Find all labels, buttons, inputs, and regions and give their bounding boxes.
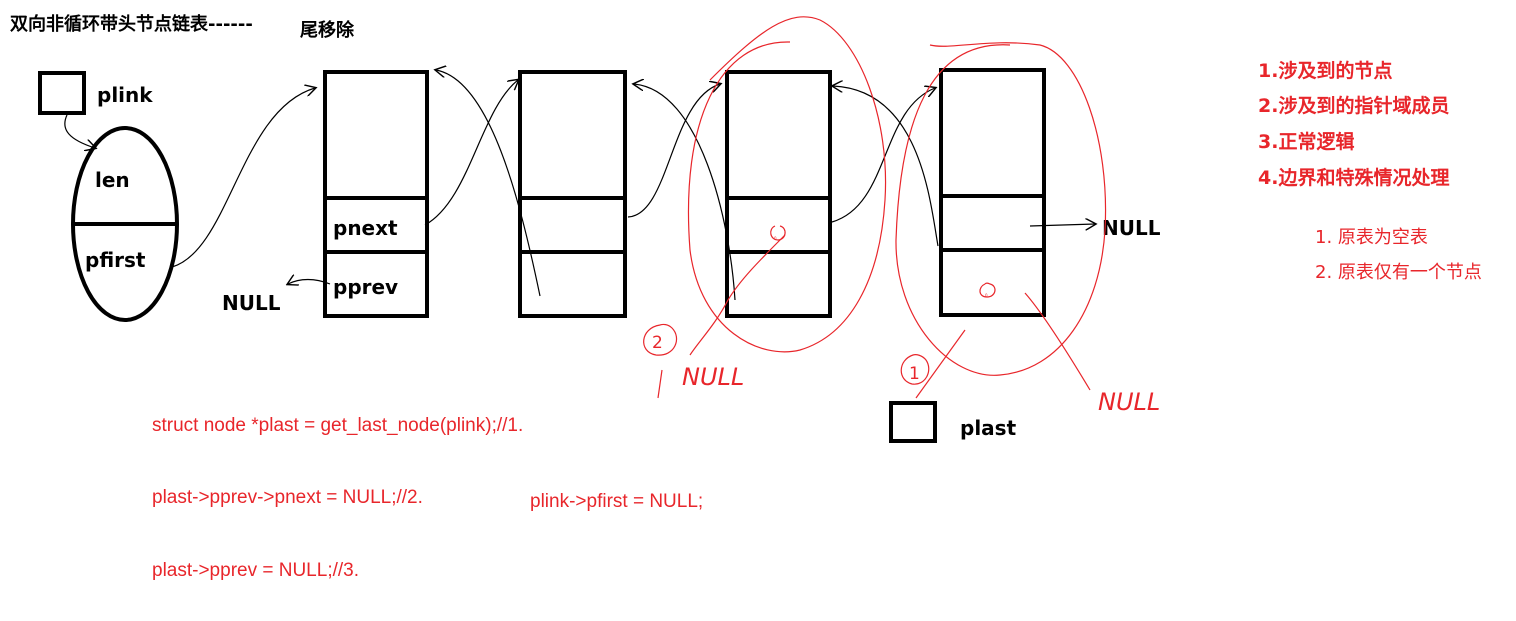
circle-2-number: 2 [652,333,663,353]
null-b-line [1024,292,1091,391]
circle-2 [643,323,677,356]
link-3-2-prev [634,84,736,301]
node-3 [725,70,832,318]
null-a-tick [657,369,663,399]
null-left: NULL [222,291,281,315]
last-pnext-null-arrow [1029,224,1095,226]
null-b-text: NULL [1098,388,1160,416]
circle-1 [900,354,930,385]
link-2-3-next [627,84,720,218]
plink-label: plink [97,83,153,107]
head-node [71,126,179,322]
len-label: len [95,168,130,192]
pprev-null-arrow [288,280,331,285]
pnext-label: pnext [333,216,398,240]
circle-1-line [915,329,966,399]
zero-b-text: 0 [985,293,988,298]
note-4: 4.边界和特殊情况处理 [1258,166,1449,189]
link-2-1-prev [436,70,541,297]
link-3-4-next [831,88,935,223]
case-2: 2. 原表仅有一个节点 [1315,262,1482,283]
link-1-2-next [424,80,518,226]
plink-arrow [64,114,95,148]
null-a-text: NULL [682,363,744,391]
plast-label: plast [960,416,1017,440]
code-line-2: plast->pprev->pnext = NULL;//2. [152,487,423,508]
zero-a-text: 0 [774,236,777,241]
null-right: NULL [1102,216,1161,240]
node-1 [323,70,429,318]
pprev-label: pprev [333,275,398,299]
node-4 [939,68,1046,317]
diagram-title: 双向非循环带头节点链表------ [10,13,253,35]
plast-box [889,401,937,443]
note-2: 2.涉及到的指针域成员 [1258,94,1449,117]
zero-a [770,225,786,241]
circle-node-4 [895,42,1107,376]
circle-node-3 [687,16,887,353]
diagram-title-suffix: 尾移除 [300,19,355,41]
circle-1-number: 1 [909,364,920,384]
code-extra: plink->pfirst = NULL; [530,491,703,512]
code-line-1: struct node *plast = get_last_node(plink… [152,415,523,436]
note-1: 1.涉及到的节点 [1258,59,1392,82]
null-a-line [689,234,786,356]
code-line-3: plast->pprev = NULL;//3. [152,560,359,581]
note-3: 3.正常逻辑 [1258,130,1354,153]
red-annotations: 1 2 0 0 NULL NULL [643,16,1160,416]
link-4-3-prev [833,86,939,247]
zero-b [979,282,996,298]
pfirst-label: pfirst [85,248,146,272]
plink-box [38,71,86,115]
pfirst-arrow [171,88,315,268]
node-2 [518,70,627,318]
case-1: 1. 原表为空表 [1315,227,1428,248]
